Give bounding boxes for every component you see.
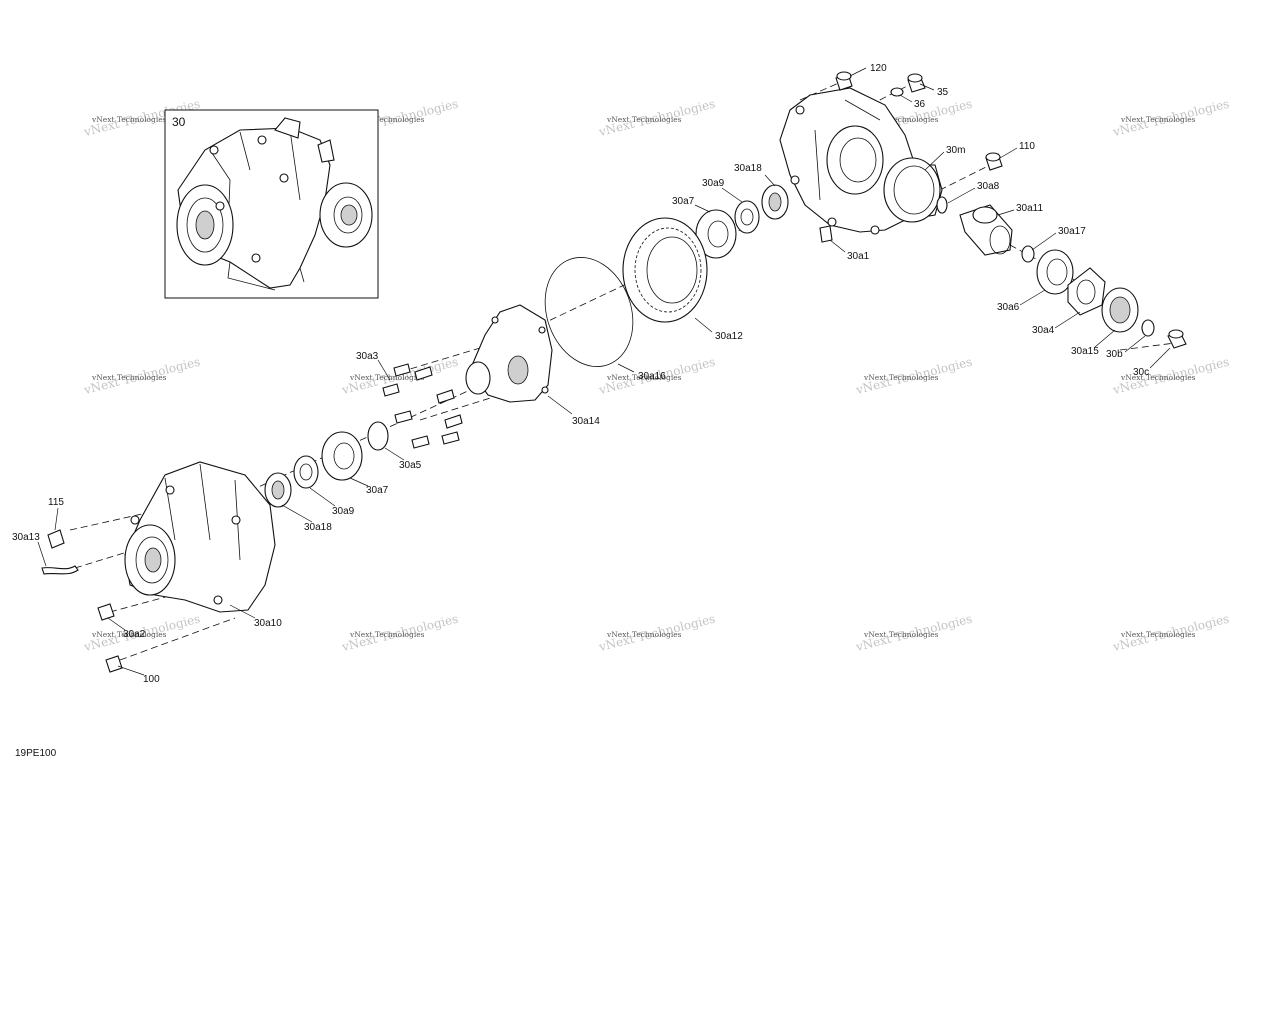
plug-110: [985, 152, 1003, 171]
part-label-30a17: 30a17: [1058, 226, 1086, 237]
watermark-text: vNext Technologies: [606, 373, 682, 382]
differential-case-30a14: [465, 304, 553, 403]
watermark: vNext Technologies vNext Technologies: [82, 355, 202, 398]
part-label-30a10: 30a10: [254, 618, 282, 629]
watermark-text: vNext Technologies: [863, 373, 939, 382]
seal-30a8: [936, 196, 948, 214]
watermark-text: vNext Technologies: [349, 630, 425, 639]
part-labels: 120 35 36 30m 110 30a8 30a18 30a9 30a7 3…: [12, 63, 1149, 685]
watermark-text: vNext Technologies: [606, 630, 682, 639]
cap-120: [835, 71, 853, 91]
watermark: vNext Technologies vNext Technologies: [854, 612, 974, 655]
watermark: vNext Technologies vNext Technologies: [1111, 355, 1231, 398]
watermark: vNext Technologies vNext Technologies: [1111, 612, 1231, 655]
axis-line: [1119, 342, 1176, 351]
part-label-120: 120: [870, 63, 887, 74]
watermark: vNext Technologies vNext Technologies: [854, 355, 974, 398]
part-label-110: 110: [1019, 141, 1035, 152]
part-label-30a13: 30a13: [12, 532, 40, 543]
seal-30a15: [1101, 287, 1139, 333]
part-label-30a18-lower: 30a18: [304, 522, 332, 533]
bearing-30a9-top: [734, 200, 760, 234]
axis-line: [399, 344, 491, 373]
part-label-35: 35: [937, 87, 949, 98]
bearing-30a9-low: [293, 455, 319, 489]
inset-label: 30: [172, 115, 186, 129]
part-label-30a4: 30a4: [1032, 325, 1055, 336]
part-label-30c: 30c: [1133, 367, 1149, 378]
axis-line: [69, 509, 161, 531]
ring-30a17: [1021, 245, 1035, 263]
bearing-seal-30a18-low: [264, 472, 292, 508]
plug-35: [907, 73, 926, 93]
part-label-30b: 30b: [1106, 349, 1123, 360]
bolt-115: [47, 529, 65, 549]
part-label-30a14: 30a14: [572, 416, 600, 427]
part-label-30a6: 30a6: [997, 302, 1020, 313]
part-label-30m: 30m: [946, 145, 965, 156]
watermark: vNext Technologies vNext Technologies: [1111, 97, 1231, 140]
part-label-30a11: 30a11: [1016, 203, 1044, 214]
part-label-30a1: 30a1: [847, 251, 870, 262]
part-label-30a18: 30a18: [734, 163, 762, 174]
watermark-text: vNext Technologies: [1120, 630, 1196, 639]
watermark-text: vNext Technologies: [91, 115, 167, 124]
axis-line: [109, 584, 211, 613]
inset-assembly-view: 30: [164, 109, 379, 299]
axis-line: [419, 394, 501, 421]
right-housing-assembly: [779, 71, 1187, 349]
washer-36: [890, 87, 904, 97]
bearing-seal-30a18-top: [761, 184, 789, 220]
bolt-30a2: [97, 603, 115, 621]
pinion-30a11: [959, 204, 1013, 256]
bolt-100: [105, 655, 123, 673]
nut-30a4: [1067, 267, 1106, 316]
bolt-30a1: [819, 225, 833, 243]
bearing-30a6: [1036, 249, 1074, 295]
part-label-30a9: 30a9: [702, 178, 725, 189]
watermark-text: vNext Technologies: [606, 115, 682, 124]
breather-30a13: [41, 565, 79, 575]
housing-bore: [883, 157, 941, 223]
watermark-text: vNext Technologies: [349, 115, 425, 124]
part-label-30a9-lower: 30a9: [332, 506, 355, 517]
diagram-code: 19PE100: [15, 748, 57, 759]
o-ring-30a16: [544, 257, 634, 367]
bolts-30a3: [382, 363, 463, 449]
part-label-30a7: 30a7: [672, 196, 695, 207]
watermark: vNext Technologies vNext Technologies: [340, 612, 460, 655]
watermark-text: vNext Technologies: [91, 373, 167, 382]
bearing-30a7-low: [321, 431, 363, 481]
watermark-text: vNext Technologies: [1120, 115, 1196, 124]
part-label-100: 100: [143, 674, 160, 685]
watermark-text: vNext Technologies: [1120, 373, 1196, 382]
assembled-differential-drawing: [176, 117, 373, 291]
bolt-30c: [1167, 329, 1187, 349]
watermark-text: vNext Technologies: [863, 630, 939, 639]
watermark-text: vNext Technologies: [349, 373, 425, 382]
part-label-115: 115: [48, 497, 64, 508]
left-housing-assembly: [41, 461, 276, 673]
part-label-36: 36: [914, 99, 926, 110]
axis-line: [119, 617, 236, 661]
watermark: vNext Technologies vNext Technologies: [597, 97, 717, 140]
washer-30b: [1141, 319, 1155, 337]
axis-line: [74, 544, 151, 569]
watermark-text: vNext Technologies: [91, 630, 167, 639]
part-label-30a8: 30a8: [977, 181, 1000, 192]
part-label-30a15: 30a15: [1071, 346, 1099, 357]
middle-assembly: [264, 184, 789, 508]
watermark-text: vNext Technologies: [863, 115, 939, 124]
leader-lines: [37, 67, 1171, 676]
part-label-30a2: 30a2: [123, 629, 146, 640]
part-label-30a7-lower: 30a7: [366, 485, 389, 496]
ring-gear-30a12: [622, 217, 708, 323]
watermark: vNext Technologies vNext Technologies: [597, 612, 717, 655]
part-label-30a3: 30a3: [356, 351, 379, 362]
part-label-30a12: 30a12: [715, 331, 743, 342]
part-label-30a5: 30a5: [399, 460, 422, 471]
part-label-30a16: 30a16: [638, 371, 666, 382]
ring-30a5: [367, 421, 389, 451]
